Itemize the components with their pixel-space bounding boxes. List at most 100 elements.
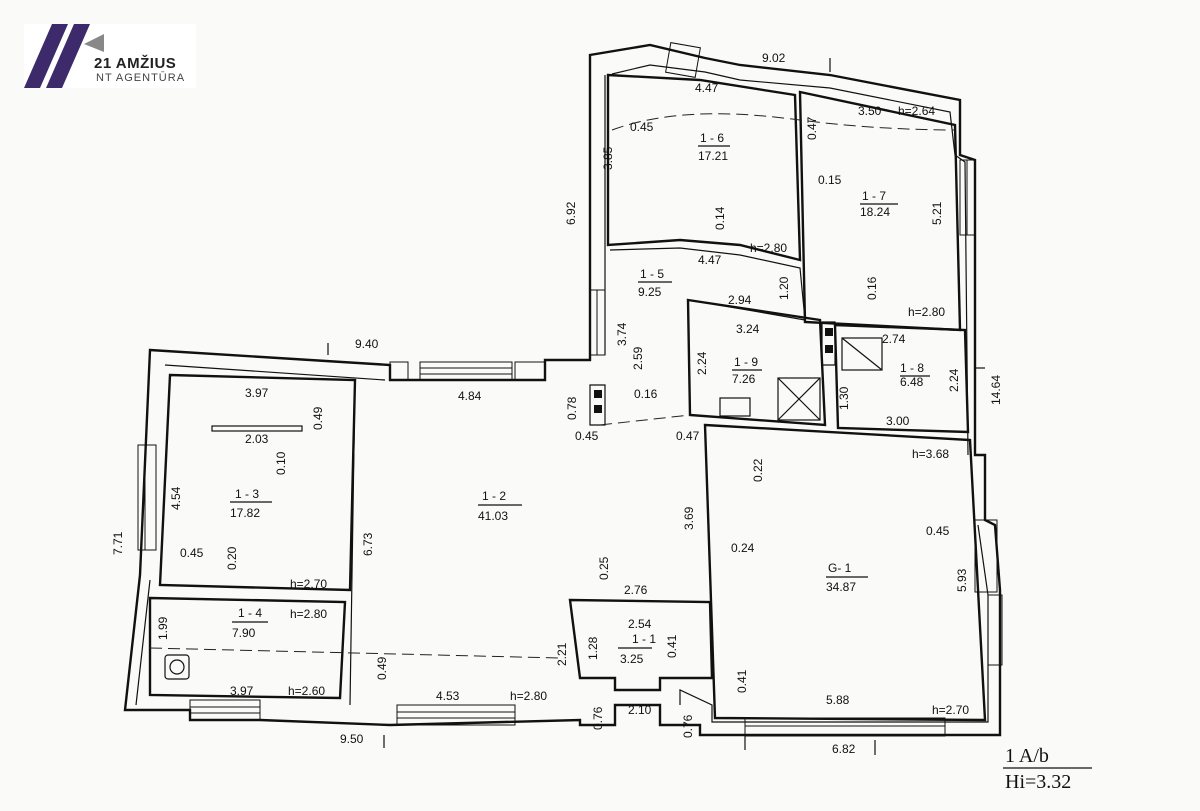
room-1-9-id: 1 - 9	[734, 355, 758, 369]
dim-label: 3.85	[601, 146, 615, 170]
dim-label: 0.45	[575, 429, 599, 443]
radiator-icon	[211, 425, 303, 432]
dim-label: h=2.64	[898, 104, 935, 118]
dim-label: 6.92	[564, 201, 578, 225]
sink-icon	[719, 397, 751, 417]
dim-label: h=2.70	[932, 703, 969, 717]
dim-label: 5.88	[826, 693, 850, 707]
dim-label: 0.47	[805, 116, 819, 140]
plan-stamp: 1 A/b Hi=3.32	[1003, 745, 1092, 793]
dim-label: 4.54	[169, 486, 183, 510]
dim-label: 1.99	[156, 616, 170, 640]
dim-label: 2.24	[695, 351, 709, 375]
dim-label: 7.71	[111, 531, 125, 555]
room-1-2-id: 1 - 2	[482, 489, 506, 503]
dim-label: 2.76	[624, 583, 648, 597]
dim-label: 0.20	[225, 546, 239, 570]
dim-label: 1.20	[777, 276, 791, 300]
room-1-7-area: 18.24	[860, 205, 890, 219]
dim-label: 1.28	[586, 636, 600, 660]
logo-mark-icon	[24, 24, 104, 88]
dim-label: 2.03	[245, 432, 269, 446]
dim-label: 3.97	[230, 684, 254, 698]
dim-label: h=2.80	[510, 689, 547, 703]
dim-label: 0.47	[676, 429, 700, 443]
dim-label: 3.69	[682, 506, 696, 530]
dim-label: 2.94	[728, 293, 752, 307]
dim-label: 9.02	[762, 51, 786, 65]
dim-label: 0.16	[634, 387, 658, 401]
stamp-line1: 1 A/b	[1005, 745, 1049, 767]
room-1-5-area: 9.25	[638, 285, 662, 299]
room-g-1-id: G- 1	[828, 561, 852, 575]
dim-label: 0.45	[180, 546, 204, 560]
room-1-3-area: 17.82	[230, 506, 260, 520]
room-1-8-area: 6.48	[900, 375, 924, 389]
room-1-1-area: 3.25	[620, 652, 644, 666]
dim-label: 0.25	[597, 556, 611, 580]
room-1-4-id: 1 - 4	[238, 606, 262, 620]
dim-label: 3.24	[736, 322, 760, 336]
dim-label: 2.74	[882, 332, 906, 346]
dim-label: 6.82	[832, 742, 856, 756]
dim-label: 0.45	[630, 120, 654, 134]
room-g-1-area: 34.87	[826, 580, 856, 594]
room-1-7-id: 1 - 7	[862, 189, 886, 203]
dim-label: h=2.70	[290, 577, 327, 591]
dim-label: h=2.80	[908, 305, 945, 319]
dim-label: 0.76	[681, 714, 695, 738]
dim-label: 9.40	[355, 337, 379, 351]
dim-label: 0.15	[818, 173, 842, 187]
logo-sub: NT AGENTŪRA	[96, 72, 186, 84]
room-labels: 1 - 1 3.25 1 - 2 41.03 1 - 3 17.82 1 - 4…	[230, 131, 930, 666]
dim-label: 14.64	[989, 375, 1003, 405]
room-1-3-id: 1 - 3	[235, 487, 259, 501]
dim-label: h=2.80	[750, 241, 787, 255]
dim-label: 0.22	[751, 458, 765, 482]
room-1-6-area: 17.21	[698, 149, 728, 163]
dim-label: h=2.80	[290, 607, 327, 621]
toilet-icon	[164, 654, 190, 680]
dim-label: 0.49	[375, 656, 389, 680]
room-1-1-id: 1 - 1	[632, 632, 656, 646]
dim-label: 0.41	[665, 634, 679, 658]
dim-label: 5.93	[955, 568, 969, 592]
dim-label: 0.45	[926, 524, 950, 538]
dim-label: h=3.68	[912, 447, 949, 461]
room-1-9-area: 7.26	[732, 372, 756, 386]
dim-label: 2.59	[631, 346, 645, 370]
dimension-labels: 9.02 4.47 3.50 h=2.64 0.47 0.45 3.85 6.9…	[111, 51, 1003, 756]
dim-label: 0.10	[274, 451, 288, 475]
dim-label: 3.50	[858, 104, 882, 118]
dim-label: 3.74	[615, 322, 629, 346]
dimension-lines	[327, 58, 985, 755]
interior-walls	[148, 73, 987, 722]
dim-label: 4.84	[458, 389, 482, 403]
dim-label: 0.16	[865, 276, 879, 300]
dim-label: 2.54	[628, 617, 652, 631]
dim-label: 1.30	[837, 386, 851, 410]
dim-label: 0.41	[735, 669, 749, 693]
dim-label: 4.47	[695, 81, 719, 95]
stamp-line2: Hi=3.32	[1005, 771, 1071, 793]
dim-label: 0.14	[713, 206, 727, 230]
outer-walls	[123, 43, 1002, 737]
dim-label: 4.53	[436, 689, 460, 703]
dim-label: 3.00	[886, 414, 910, 428]
dim-label: 6.73	[361, 532, 375, 556]
dim-label: 4.47	[698, 253, 722, 267]
agency-logo: 21 AMŽIUS NT AGENTŪRA	[24, 24, 196, 88]
dim-label: 5.21	[930, 201, 944, 225]
dim-label: 3.97	[245, 386, 269, 400]
room-1-8-id: 1 - 8	[900, 361, 924, 375]
room-1-6-id: 1 - 6	[700, 131, 724, 145]
dim-label: 0.78	[565, 396, 579, 420]
dim-label: 2.21	[555, 642, 569, 666]
dim-label: 2.24	[947, 368, 961, 392]
windows	[137, 42, 1003, 737]
room-1-2-area: 41.03	[478, 509, 508, 523]
dim-label: 0.24	[731, 541, 755, 555]
fixtures	[164, 328, 883, 680]
dim-label: 9.50	[340, 732, 364, 746]
dim-label: h=2.60	[288, 684, 325, 698]
